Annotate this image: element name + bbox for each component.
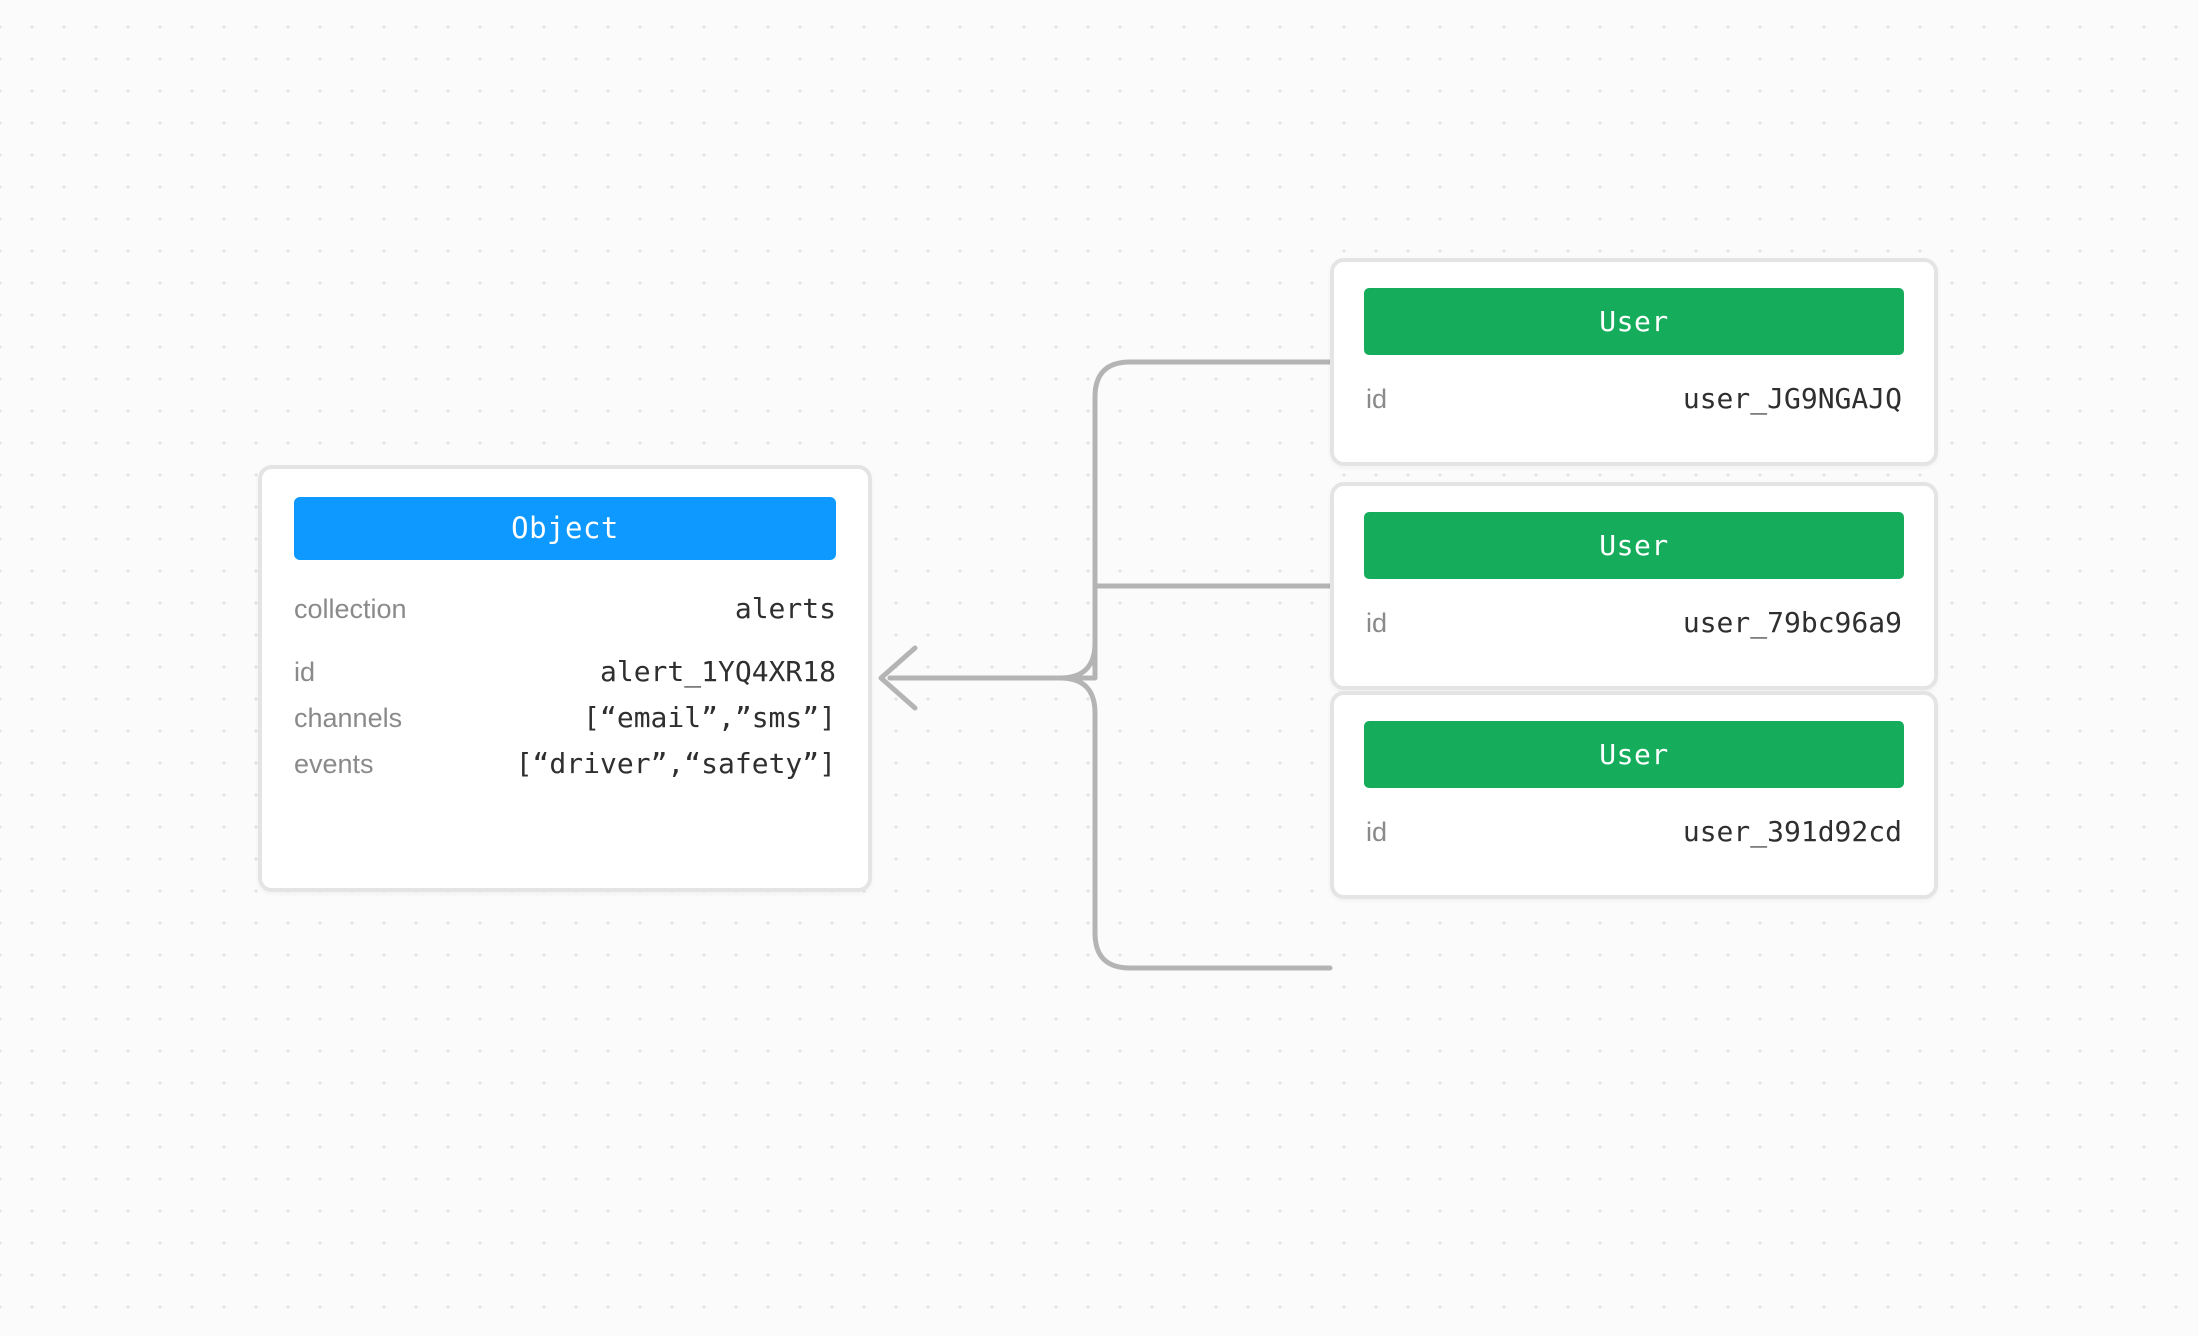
node-user-1-fields: id user_JG9NGAJQ <box>1334 382 1934 415</box>
field-row[interactable]: events [“driver”,“safety”] <box>294 747 836 780</box>
node-user-2-type-badge: User <box>1364 512 1904 579</box>
field-key: id <box>1366 608 1388 638</box>
node-object[interactable]: Object collection alerts id alert_1YQ4XR… <box>258 465 872 892</box>
node-user-1[interactable]: User id user_JG9NGAJQ <box>1330 258 1938 466</box>
field-row[interactable]: channels [“email”,”sms”] <box>294 701 836 734</box>
node-object-fields: collection alerts id alert_1YQ4XR18 chan… <box>262 560 868 780</box>
field-value: user_79bc96a9 <box>1682 606 1902 639</box>
node-user-1-type-badge: User <box>1364 288 1904 355</box>
field-row[interactable]: id user_JG9NGAJQ <box>1366 382 1902 415</box>
field-value: [“email”,”sms”] <box>583 701 836 734</box>
node-user-3[interactable]: User id user_391d92cd <box>1330 691 1938 899</box>
field-key: collection <box>294 594 407 624</box>
field-key: id <box>294 657 316 687</box>
field-key: channels <box>294 703 403 733</box>
edge-user-3-to-object <box>887 675 1333 971</box>
edge-user-1-to-object <box>887 359 1333 681</box>
field-row[interactable]: collection alerts <box>294 592 836 625</box>
edge-user-2-to-object <box>887 583 1333 681</box>
node-user-2[interactable]: User id user_79bc96a9 <box>1330 482 1938 690</box>
field-value: alerts <box>734 592 836 625</box>
node-object-type-badge: Object <box>294 497 836 560</box>
field-row[interactable]: id alert_1YQ4XR18 <box>294 655 836 688</box>
field-value: alert_1YQ4XR18 <box>599 655 836 688</box>
field-row[interactable]: id user_79bc96a9 <box>1366 606 1902 639</box>
node-object-extra-fields: id alert_1YQ4XR18 channels [“email”,”sms… <box>294 655 836 780</box>
field-key: id <box>1366 384 1388 414</box>
field-key: id <box>1366 817 1388 847</box>
edge-arrowhead-icon <box>878 645 918 711</box>
node-user-3-fields: id user_391d92cd <box>1334 815 1934 848</box>
field-value: user_391d92cd <box>1682 815 1902 848</box>
field-value: [“driver”,“safety”] <box>515 747 836 780</box>
field-value: user_JG9NGAJQ <box>1682 382 1902 415</box>
node-user-3-type-badge: User <box>1364 721 1904 788</box>
field-key: events <box>294 749 374 779</box>
field-row[interactable]: id user_391d92cd <box>1366 815 1902 848</box>
node-user-2-fields: id user_79bc96a9 <box>1334 606 1934 639</box>
node-object-primary-fields: collection alerts <box>294 592 836 625</box>
